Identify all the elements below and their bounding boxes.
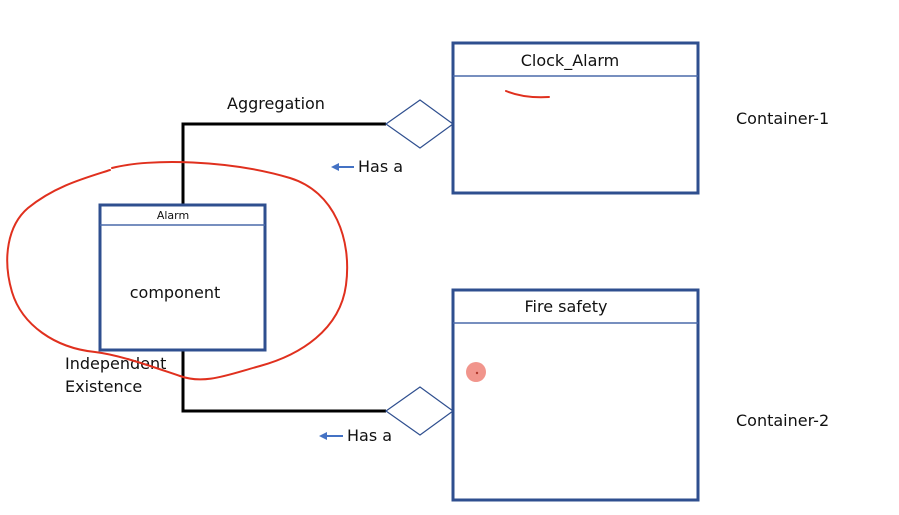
container-box-clock-alarm[interactable]: Clock_Alarm — [451, 41, 700, 195]
container-label: Container-2 — [736, 411, 829, 430]
component-note-line2: Existence — [65, 377, 142, 396]
component-body: component — [130, 283, 221, 302]
component-title: Alarm — [157, 209, 189, 222]
connector-line-top — [181, 122, 386, 205]
container-title: Fire safety — [525, 297, 608, 316]
pointer-highlight — [466, 362, 486, 382]
container-box-fire-safety[interactable]: Fire safety — [451, 288, 700, 502]
aggregation-diamond-top — [384, 99, 455, 149]
has-a-label: Has a — [347, 426, 392, 445]
has-a-arrow-top — [331, 163, 354, 171]
has-a-arrow-bottom — [319, 432, 343, 440]
component-note-line1: Independent — [65, 354, 166, 373]
annotation-circle-stroke — [6, 161, 349, 381]
container-title: Clock_Alarm — [521, 51, 620, 71]
container-label: Container-1 — [736, 109, 829, 128]
component-box-alarm[interactable]: Alarm component — [98, 203, 267, 352]
has-a-label: Has a — [358, 157, 403, 176]
annotation-underline-stroke — [505, 90, 550, 99]
relation-label: Aggregation — [227, 94, 325, 113]
connector-line-bottom — [181, 350, 386, 413]
aggregation-diamond-bottom — [384, 386, 455, 436]
